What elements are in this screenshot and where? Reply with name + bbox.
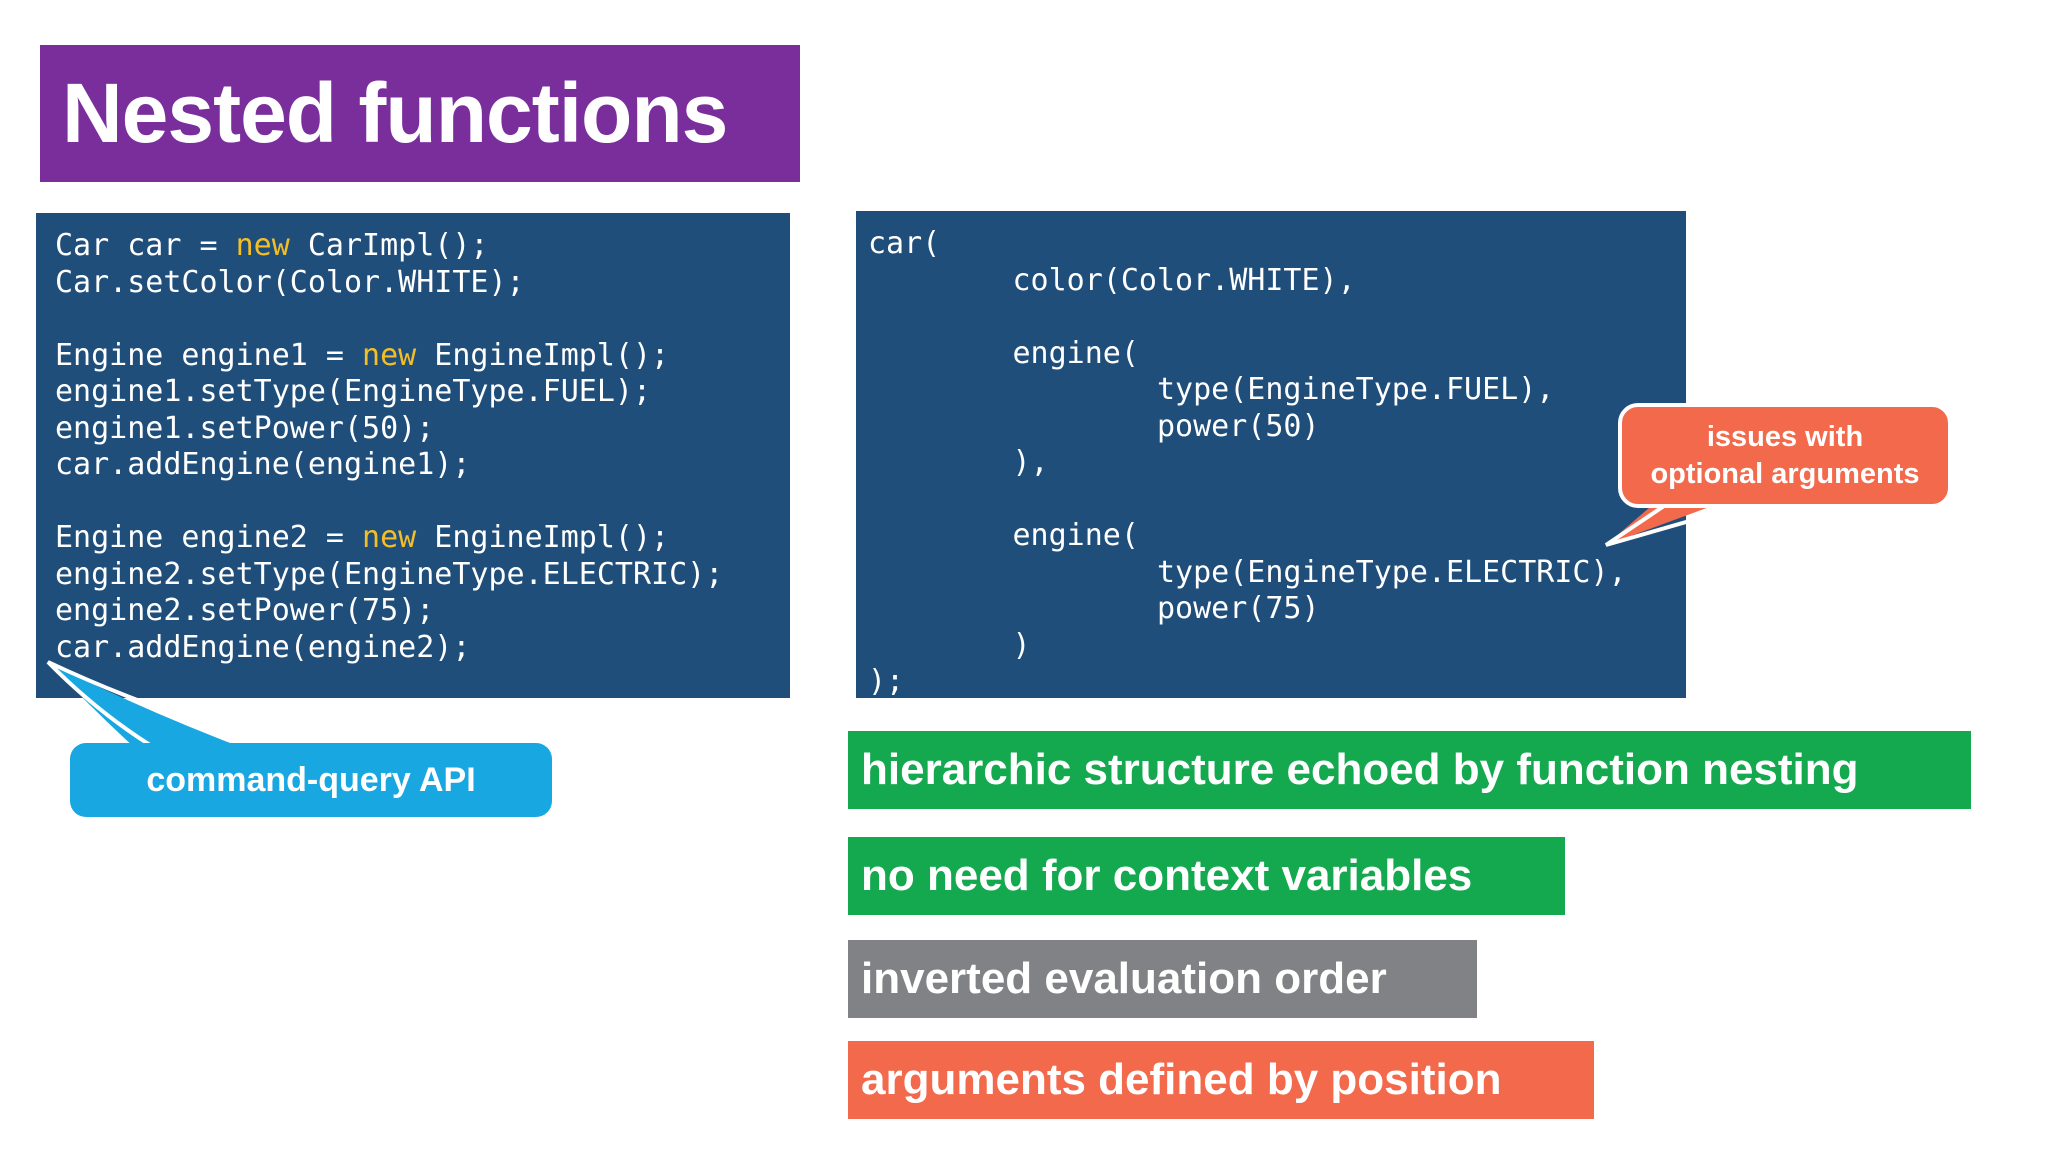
code-line: engine1.setType(EngineType.FUEL); [55, 374, 652, 409]
code-line [868, 482, 1686, 519]
command-query-callout-label: command-query API [146, 760, 476, 799]
code-line [55, 301, 790, 338]
code-line: engine2.setType(EngineType.ELECTRIC); [55, 556, 724, 592]
code-block-nested-functions: car( color(Color.WHITE), engine( type(En… [856, 211, 1686, 699]
code-line [868, 299, 1686, 336]
slide-title-box: Nested functions [40, 45, 800, 182]
code-line: car( [868, 226, 941, 261]
banner-label: arguments defined by position [861, 1055, 1502, 1104]
code-line: ) [868, 627, 1031, 663]
code-line: color(Color.WHITE), [868, 262, 1356, 298]
code-line: type(EngineType.ELECTRIC), [868, 554, 1627, 590]
banner-inverted-evaluation-order: inverted evaluation order [848, 940, 1477, 1018]
keyword-new: new [362, 337, 417, 373]
code-line: car.addEngine(engine2); [55, 629, 471, 665]
code-line: power(75) [868, 591, 1320, 626]
slide-title: Nested functions [62, 66, 728, 160]
keyword-new: new [235, 228, 290, 263]
banner-arguments-by-position: arguments defined by position [848, 1041, 1594, 1119]
code-line: engine2.setPower(75); [55, 593, 435, 628]
banner-label: hierarchic structure echoed by function … [861, 745, 1859, 794]
banner-no-context-variables: no need for context variables [848, 837, 1565, 915]
code-line: type(EngineType.FUEL), [868, 372, 1555, 407]
code-line: Car.setColor(Color.WHITE); [55, 264, 525, 300]
keyword-new: new [362, 520, 417, 555]
optional-args-callout-line2: optional arguments [1650, 457, 1920, 490]
code-line: Engine engine1 = new EngineImpl(); [55, 337, 670, 373]
optional-args-callout: issues with optional arguments [1618, 403, 1952, 508]
command-query-callout: command-query API [70, 743, 552, 817]
code-line: Engine engine2 = new EngineImpl(); [55, 520, 670, 555]
code-block-command-query: Car car = new CarImpl();Car.setColor(Col… [36, 213, 790, 698]
optional-args-callout-line1: issues with [1706, 420, 1864, 453]
code-line: engine( [868, 518, 1139, 553]
code-line: ); [868, 664, 905, 699]
banner-label: no need for context variables [861, 851, 1473, 900]
code-line: engine( [868, 335, 1139, 371]
banner-hierarchic-structure: hierarchic structure echoed by function … [848, 731, 1971, 809]
code-line: ), [868, 445, 1049, 480]
banner-label: inverted evaluation order [861, 954, 1387, 1003]
code-line: car.addEngine(engine1); [55, 447, 471, 482]
code-line: engine1.setPower(50); [55, 410, 435, 446]
code-line: power(50) [868, 408, 1320, 444]
code-line [55, 484, 790, 521]
code-line: Car car = new CarImpl(); [55, 228, 489, 263]
